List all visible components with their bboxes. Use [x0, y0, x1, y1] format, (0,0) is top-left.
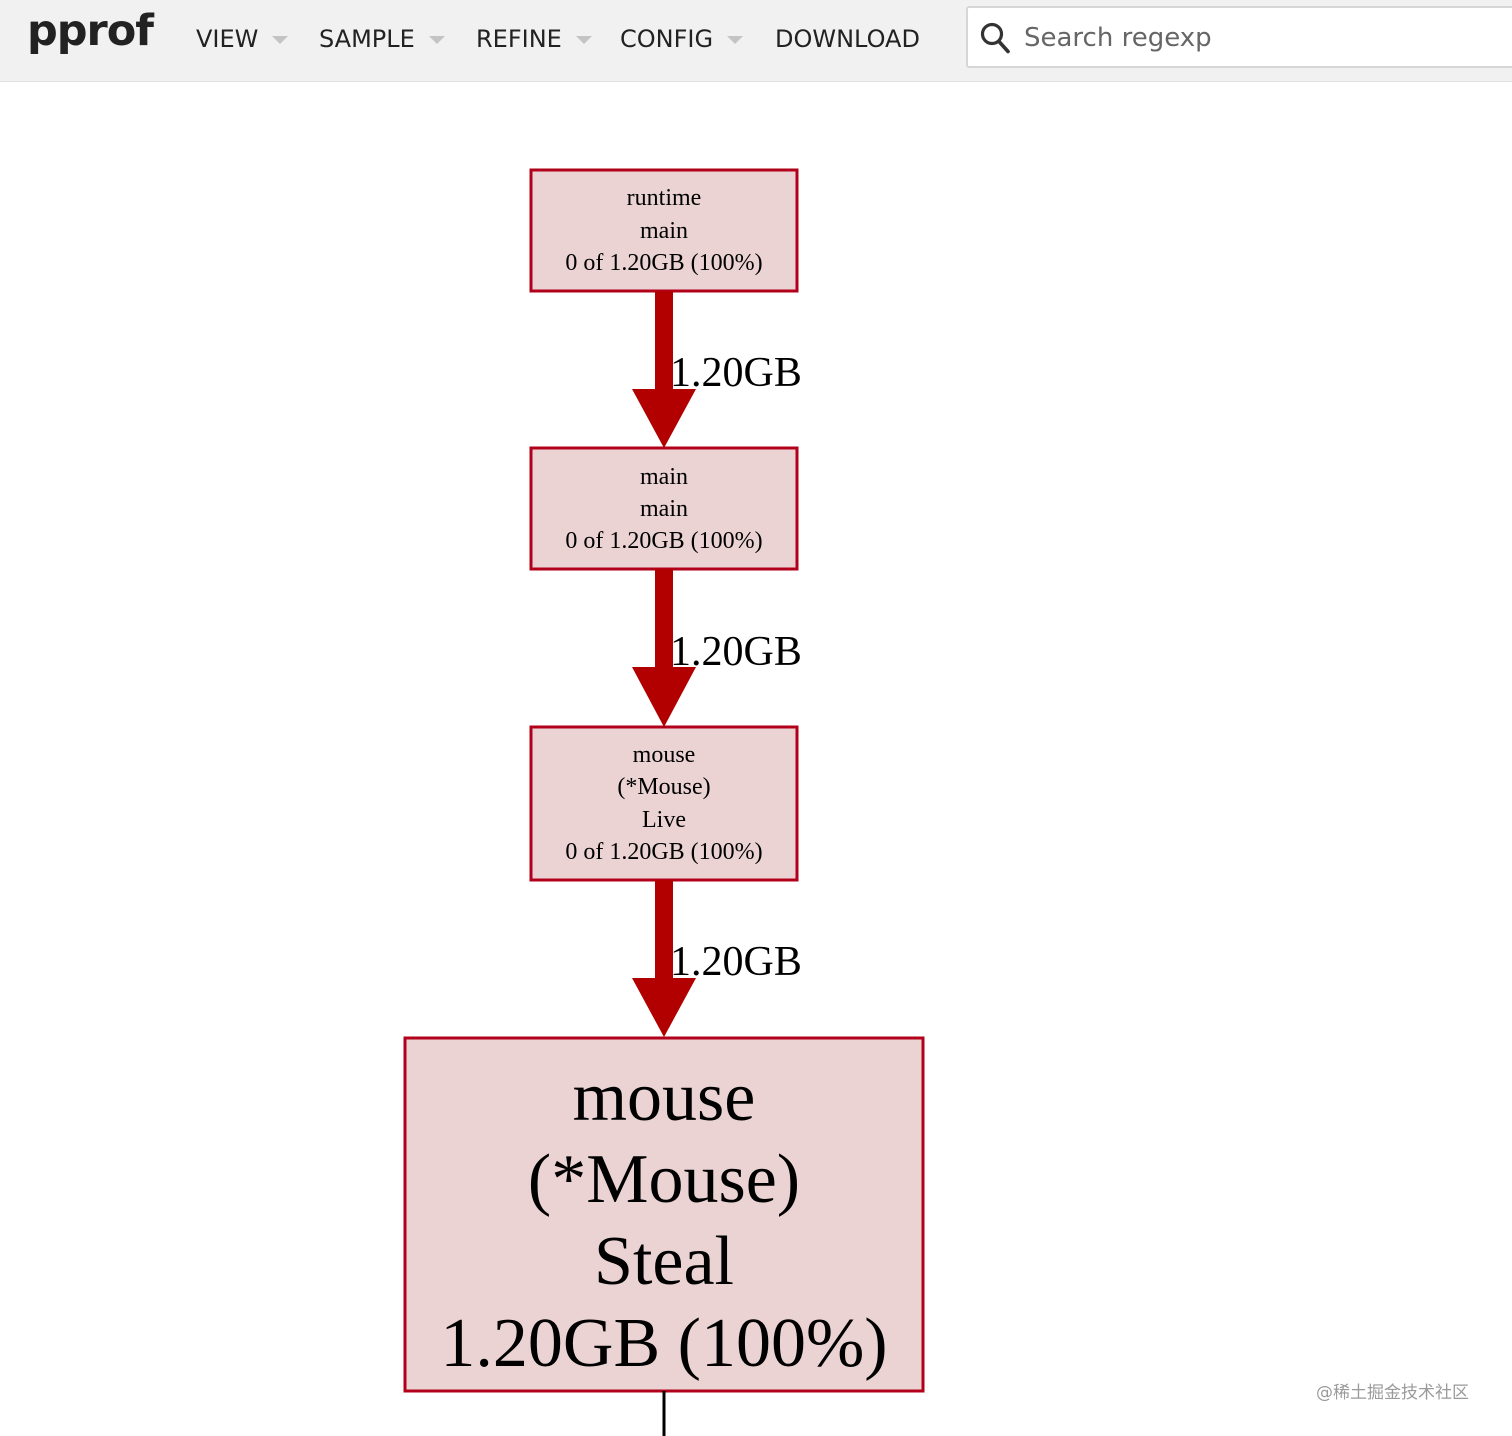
search-box[interactable] — [966, 6, 1512, 68]
edge-label: 1.20GB — [670, 350, 802, 396]
chevron-down-icon — [272, 36, 289, 44]
menu-refine-label: REFINE — [476, 25, 562, 53]
graph-node-main-main[interactable]: main main 0 of 1.20GB (100%) — [529, 446, 799, 571]
graph-node-mouse-live[interactable]: mouse (*Mouse) Live 0 of 1.20GB (100%) — [529, 725, 799, 882]
menu-sample-label: SAMPLE — [319, 25, 415, 53]
chevron-down-icon — [727, 36, 744, 44]
node-label: 0 of 1.20GB (100%) — [565, 528, 762, 554]
node-label: main — [640, 464, 688, 490]
node-label: Live — [642, 807, 686, 833]
edge-arrowhead — [632, 667, 696, 727]
pprof-logo[interactable]: pprof — [27, 6, 154, 56]
node-label: Steal — [594, 1223, 734, 1300]
graph-edge-3[interactable]: 1.20GB — [632, 880, 802, 1037]
node-box — [529, 446, 799, 571]
node-label: 0 of 1.20GB (100%) — [565, 839, 762, 865]
edge-label: 1.20GB — [670, 939, 802, 985]
graph-node-runtime-main[interactable]: runtime main 0 of 1.20GB (100%) — [529, 168, 799, 293]
node-box — [529, 168, 799, 293]
node-label: main — [640, 218, 688, 244]
chevron-down-icon — [575, 36, 592, 44]
edge-arrowhead — [632, 978, 696, 1037]
node-label: mouse — [633, 742, 696, 768]
node-label: 0 of 1.20GB (100%) — [565, 250, 762, 276]
node-box — [403, 1036, 925, 1393]
search-input[interactable] — [1024, 16, 1504, 60]
node-label: runtime — [627, 185, 702, 211]
node-label: mouse — [573, 1059, 756, 1136]
graph-edge-1[interactable]: 1.20GB — [632, 291, 802, 448]
menu-download[interactable]: DOWNLOAD — [775, 22, 920, 56]
node-label: (*Mouse) — [528, 1141, 800, 1218]
node-label: 1.20GB (100%) — [440, 1305, 887, 1382]
menu-view[interactable]: VIEW — [196, 22, 289, 56]
search-icon — [980, 22, 1010, 54]
chevron-down-icon — [428, 36, 445, 44]
edge-arrowhead — [632, 389, 696, 448]
node-label: (*Mouse) — [617, 774, 710, 800]
edge-label: 1.20GB — [670, 629, 802, 675]
menu-download-label: DOWNLOAD — [775, 25, 920, 53]
menu-sample[interactable]: SAMPLE — [319, 22, 445, 56]
menu-config[interactable]: CONFIG — [620, 22, 744, 56]
menu-refine[interactable]: REFINE — [476, 22, 592, 56]
top-toolbar: pprof VIEW SAMPLE REFINE CONFIG DOWNLOAD — [0, 0, 1512, 82]
graph-edge-2[interactable]: 1.20GB — [632, 569, 802, 727]
menu-view-label: VIEW — [196, 25, 259, 53]
graph-node-mouse-steal[interactable]: mouse (*Mouse) Steal 1.20GB (100%) — [403, 1036, 925, 1393]
menu-config-label: CONFIG — [620, 25, 714, 53]
node-label: main — [640, 496, 688, 522]
watermark: @稀土掘金技术社区 — [1316, 1383, 1469, 1403]
